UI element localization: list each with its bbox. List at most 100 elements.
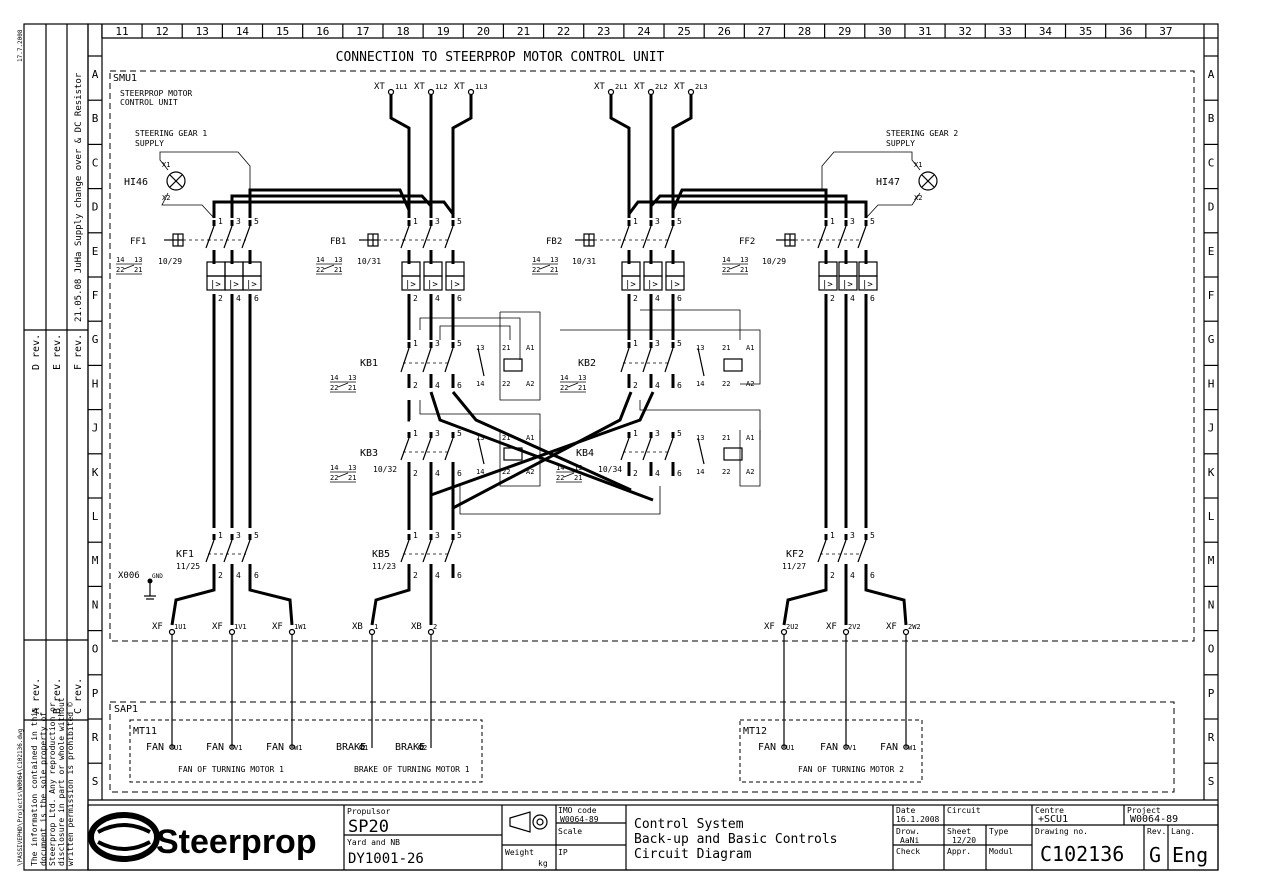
ff1-magnetic [242, 275, 262, 291]
kb2-label: KB2 [578, 358, 596, 369]
mt12-fan-pin: V1 [848, 744, 856, 752]
fb1-magnetic [445, 275, 465, 291]
ff1-aux-21: 21 [134, 266, 142, 274]
col-number: 19 [437, 25, 450, 38]
fb2-ref: 10/31 [572, 257, 596, 266]
yard-label: Yard and NB [347, 838, 400, 847]
fb2-out-num: 2 [633, 294, 638, 303]
col-number: 20 [477, 25, 490, 38]
centre-label: Centre [1035, 806, 1064, 815]
rev-label-a: A rev. [31, 678, 42, 714]
ff1-label: FF1 [130, 237, 146, 247]
appr-label: Appr. [947, 847, 971, 856]
kb1-aux21-num: 21 [502, 344, 510, 352]
ff1-aux-13: 13 [134, 256, 142, 264]
xt-2l3: 2L3 [695, 83, 708, 91]
mt11-fan-pin-dot [289, 744, 295, 750]
xt-label: XT [674, 82, 685, 92]
project-label: Project [1127, 806, 1161, 815]
fb2-trip-mark: |> [647, 280, 658, 290]
type-value: Modul [989, 847, 1013, 856]
mt11-id: MT11 [133, 726, 157, 737]
kb1-coil-a2: A2 [526, 380, 534, 388]
fb1-pole-blade [422, 225, 432, 249]
kb3-label: KB3 [360, 448, 378, 459]
kf2-pole-blade [837, 539, 847, 563]
kb3-pole-num-out: 2 [413, 469, 418, 478]
row-letter-left: E [92, 245, 99, 258]
mt12-desc: FAN OF TURNING MOTOR 2 [798, 765, 904, 774]
xf1-id: 1W1 [294, 623, 307, 631]
date-value: 16.1.2008 [896, 815, 940, 824]
kb5-ref: 11/23 [372, 562, 396, 571]
mt11-brake-desc: BRAKE OF TURNING MOTOR 1 [354, 765, 470, 774]
lamp-hi47-label: HI47 [876, 177, 900, 188]
xf1-dot [228, 628, 236, 636]
xf1-prefix: XF [152, 622, 163, 632]
mt11-brake-pin: 1 [364, 744, 368, 752]
kb4-coil-a2: A2 [746, 468, 754, 476]
xf1-prefix: XF [272, 622, 283, 632]
kb1-pole-num-out: 6 [457, 381, 462, 390]
xt-label: XT [414, 82, 425, 92]
kb3-aux-13: 13 [348, 464, 356, 472]
kb2-aux21-num: 21 [722, 344, 730, 352]
xb-id: 1 [374, 623, 378, 631]
lamp-hi46-x1: X1 [162, 161, 170, 169]
xt-1l2: 1L2 [435, 83, 448, 91]
kb4-pole-num-out: 2 [633, 469, 638, 478]
fb1-aux-13: 13 [334, 256, 342, 264]
kb5-pole-num-out: 4 [435, 571, 440, 580]
kb2-aux-14: 14 [560, 374, 568, 382]
ff2-label: FF2 [739, 237, 755, 247]
xf2-id: 2U2 [786, 623, 799, 631]
kb5-pole-num-in: 1 [413, 531, 418, 540]
lamp-hi46-label: HI46 [124, 177, 148, 188]
fb2-pole-num-in: 5 [677, 217, 682, 226]
kf2-pole-num-in: 5 [870, 531, 875, 540]
kb2-aux14-num: 14 [696, 380, 704, 388]
description-line-3: Circuit Diagram [634, 847, 752, 862]
sg1-label-1: STEERING GEAR 1 [135, 129, 207, 138]
propulsor-value: SP20 [348, 817, 389, 837]
kb3-aux-nc [477, 437, 485, 465]
drawing-label: Drawing no. [1035, 827, 1088, 836]
terminals-top-2: XT 2L1 XT 2L2 XT 2L3 [594, 82, 708, 96]
lang-label: Lang. [1171, 827, 1195, 836]
fb1-out-num: 6 [457, 294, 462, 303]
kb3-pole-num-in: 3 [435, 429, 440, 438]
kb4-aux-14: 14 [556, 464, 564, 472]
col-number: 27 [758, 25, 771, 38]
circuit-label: Circuit [947, 806, 981, 815]
drow-value: AaNi [900, 836, 919, 845]
rev-label-d: D rev. [31, 334, 42, 370]
xb-prefix: XB [352, 622, 363, 632]
kb4-coil-a1: A1 [746, 434, 754, 442]
col-number: 29 [838, 25, 851, 38]
kb4-pole-num-in: 1 [633, 429, 638, 438]
copyright-line-5: written permission is prohibited © [66, 702, 75, 866]
kb4-pole-num-in: 5 [677, 429, 682, 438]
rev-label-f: F rev. [73, 334, 84, 370]
row-letter-left: D [92, 201, 99, 214]
kb2-aux13-num: 13 [696, 344, 704, 352]
kb4-label: KB4 [576, 448, 594, 459]
kb4-aux22-num: 22 [722, 468, 730, 476]
ff2-aux-14: 14 [722, 256, 730, 264]
row-letter-left: O [92, 643, 99, 656]
kf1-pole-blade [223, 539, 233, 563]
kb1-aux-13: 13 [348, 374, 356, 382]
ff1-thermal [206, 261, 226, 277]
smu1-name-1: STEERPROP MOTOR [120, 89, 192, 98]
fb2-label: FB2 [546, 237, 562, 247]
fb2-out-num: 4 [655, 294, 660, 303]
kb2-pole-num-in: 1 [633, 339, 638, 348]
fb2-aux-21: 21 [550, 266, 558, 274]
kb5-pole-blade [400, 539, 410, 563]
kb2-pole-num-out: 6 [677, 381, 682, 390]
xf2-dot [780, 628, 788, 636]
rev-label: Rev. [1147, 827, 1166, 836]
row-letter-right: B [1208, 112, 1215, 125]
fb2-pole-blade [620, 225, 630, 249]
kb4-aux14-num: 14 [696, 468, 704, 476]
